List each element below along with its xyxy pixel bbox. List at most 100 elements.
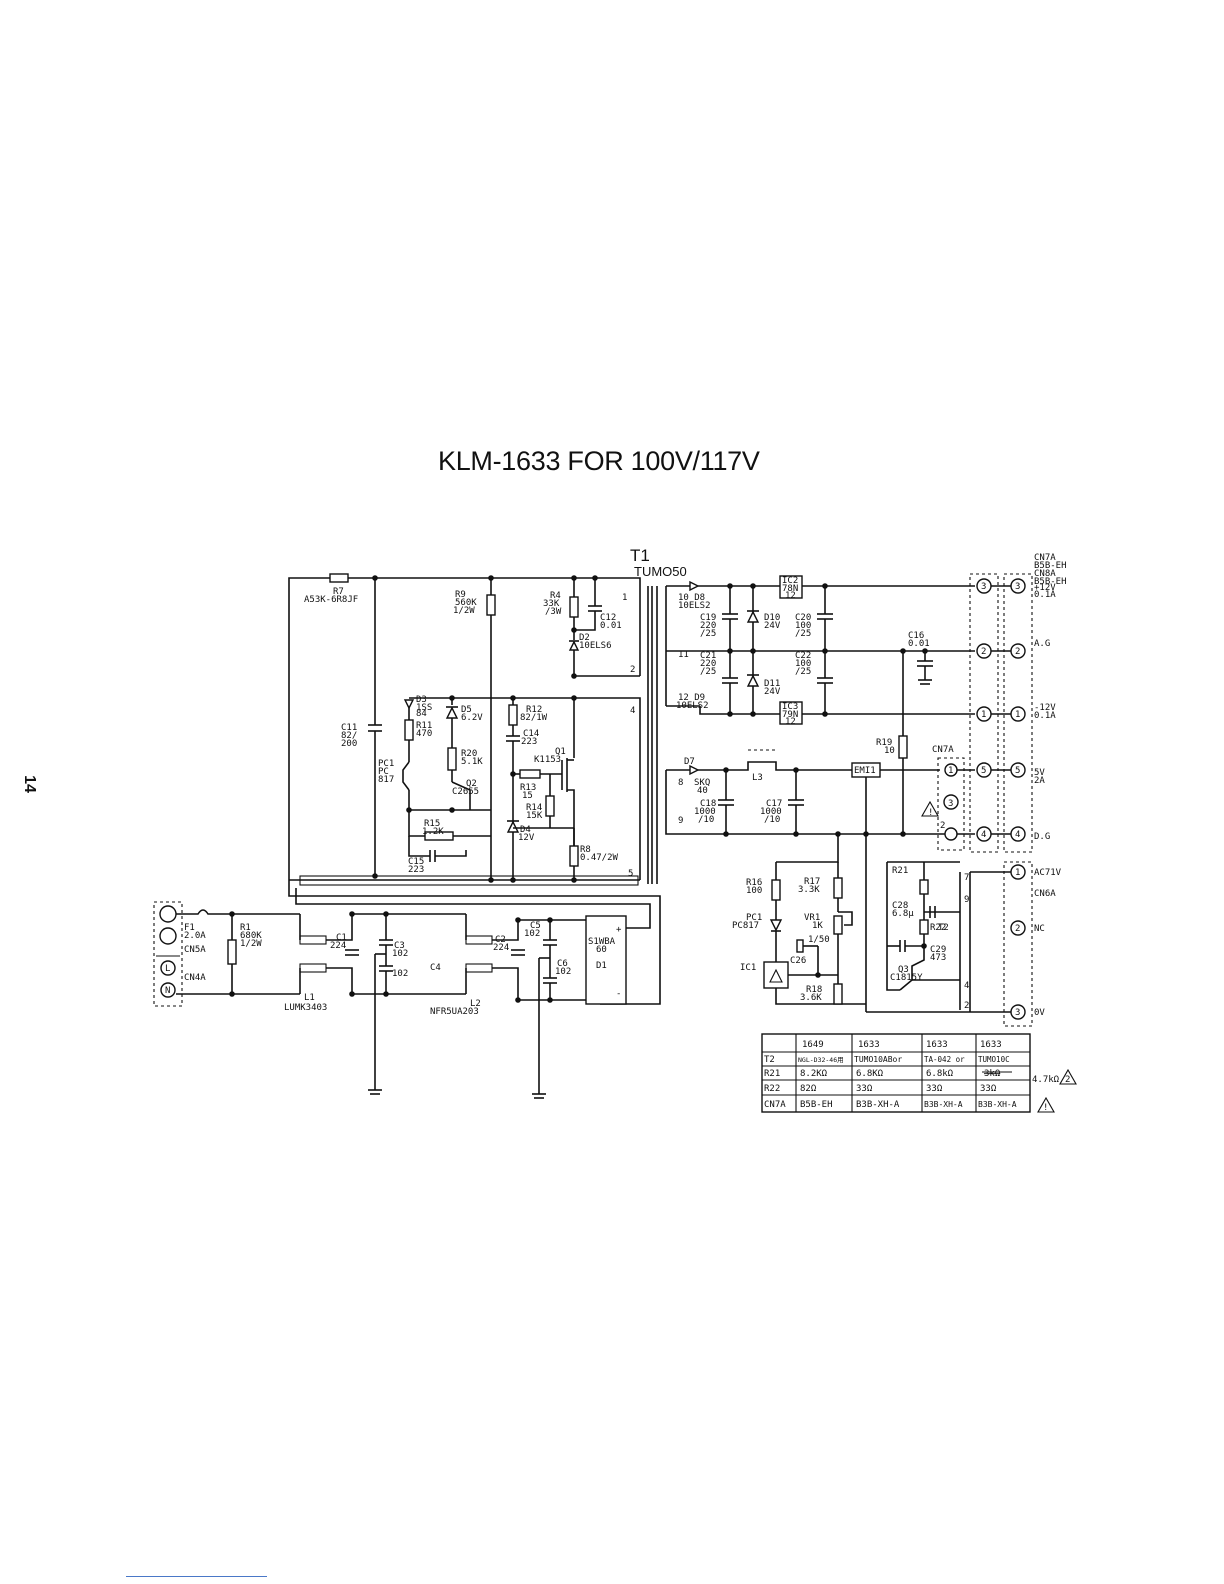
- r12-value: 82/1W: [520, 713, 548, 723]
- ac71v-label: AC71V: [1034, 868, 1062, 878]
- emi1-ref: EMI1: [854, 766, 876, 776]
- r19-value: 10: [884, 746, 895, 756]
- c11-value: 82/: [341, 731, 357, 741]
- footer-rule: [126, 1576, 267, 1577]
- r18-value: 3.6K: [800, 993, 822, 1003]
- d8-ref: 10 D8: [678, 593, 705, 603]
- c18-rating: /10: [698, 815, 714, 825]
- t1-part: TUMO50: [634, 564, 687, 579]
- d10-value: 24V: [764, 621, 781, 631]
- cn7a-type: B5B-EH: [1034, 561, 1067, 571]
- d1-bridge-rectifier: [585, 915, 627, 1005]
- d3-ref: D3: [416, 695, 427, 705]
- q2-value: C2655: [452, 787, 479, 797]
- r20-resistor: [447, 747, 457, 771]
- ic1-ref: IC1: [740, 963, 756, 973]
- cn4a-pin-n: [160, 982, 176, 998]
- c22-value: 100: [795, 659, 811, 669]
- wire: [348, 577, 641, 590]
- c18-value: 1000: [694, 807, 716, 817]
- r1-value: 680K: [240, 931, 262, 941]
- d7-value: 40: [697, 786, 708, 796]
- ic3-type: 79N: [782, 710, 798, 720]
- cn7a-connector: [937, 757, 965, 851]
- ic2-ref: IC2: [782, 576, 798, 586]
- svg-text:2: 2: [940, 821, 945, 831]
- d10-ref: D10: [764, 613, 780, 623]
- zero-volt-label: 0V: [1034, 1008, 1045, 1018]
- c16-ref: C16: [908, 631, 924, 641]
- table-cell: B5B-EH: [800, 1100, 833, 1110]
- input-connector-block: [153, 901, 183, 1007]
- d9-ref: 12 D9: [678, 693, 705, 703]
- rail-5v-current: 2A: [1034, 776, 1045, 786]
- winding-5: 5: [628, 869, 633, 879]
- table-cell: 6.8kΩ: [926, 1069, 954, 1079]
- r22-resistor: [919, 919, 929, 935]
- output-connectors: 3 3 2 2 1 1 5 5 4 4 CN7A B5B-EH CN8A B5B…: [969, 553, 1067, 1027]
- cn7a-header: CN7A: [1034, 553, 1056, 563]
- c18-ref: C18: [700, 799, 716, 809]
- c26-capacitor: [796, 939, 804, 953]
- d11-ref: D11: [764, 679, 780, 689]
- q1-value: K1153: [534, 755, 561, 765]
- c2-value: 224: [493, 943, 509, 953]
- c5-ref: C5: [530, 921, 541, 931]
- cn5a-pin-2: [159, 927, 177, 945]
- r15-ref: R15: [424, 819, 440, 829]
- r21-resistor: [919, 879, 929, 895]
- r12-ref: R12: [526, 705, 542, 715]
- table-cell: 33Ω: [926, 1084, 943, 1094]
- c6-ref: C6: [557, 959, 568, 969]
- rail-ag-label: A.G: [1034, 639, 1050, 649]
- ic2-value: 12: [785, 591, 796, 601]
- variant-table: 1649 1633 1633 1633 T2 NGL-D32-46用 TUMO1…: [761, 1033, 1077, 1113]
- r14-resistor: [545, 795, 555, 817]
- r17-resistor: [833, 877, 843, 899]
- r9-resistor: [486, 594, 496, 616]
- r13-resistor: [519, 769, 541, 779]
- c20-rating: /25: [795, 629, 811, 639]
- table-header-1633-b: 1633: [926, 1040, 948, 1050]
- c4-ref: C4: [430, 963, 441, 973]
- c22-rating: /25: [795, 667, 811, 677]
- svg-text:!: !: [1043, 1103, 1048, 1113]
- svg-text:1: 1: [948, 766, 953, 776]
- r11-value: 470: [416, 729, 432, 739]
- r16-value: 100: [746, 886, 762, 896]
- table-cell: 3kΩ: [984, 1069, 1001, 1079]
- svg-text:3: 3: [948, 799, 953, 809]
- cn8a-type: B5B-EH: [1034, 577, 1067, 587]
- c12-value: 0.01: [600, 621, 622, 631]
- l2-ref: L2: [470, 999, 481, 1009]
- page-title: KLM-1633 FOR 100V/117V: [438, 446, 760, 476]
- table-cell: B3B-XH-A: [856, 1100, 900, 1110]
- c26-ref: C26: [790, 956, 806, 966]
- l2-value: NFR5UA203: [430, 1007, 479, 1017]
- q1-ref: Q1: [555, 747, 566, 757]
- table-cell: B3B-XH-A: [924, 1100, 963, 1109]
- d2-ref: D2: [579, 633, 590, 643]
- svg-text:1: 1: [1015, 868, 1020, 878]
- winding-1: 1: [622, 593, 627, 603]
- c19-value: 220: [700, 621, 716, 631]
- c2-ref: C2: [495, 935, 506, 945]
- cn7a-pin-2: [944, 827, 958, 841]
- d11-zener: [746, 674, 760, 687]
- c26-value: 1/50: [808, 935, 830, 945]
- c14-ref: C14: [523, 729, 539, 739]
- d3-value: 1SS: [416, 703, 432, 713]
- r16-ref: R16: [746, 878, 762, 888]
- transformer-t1: T1 TUMO50 1 2 4 5: [622, 546, 687, 884]
- rail-plus12-current: 0.1A: [1034, 590, 1056, 600]
- d5-value: 6.2V: [461, 713, 483, 723]
- table-cell: 82Ω: [800, 1084, 817, 1094]
- cn4a-ref: CN4A: [184, 973, 206, 983]
- cn8a-output-connector: [1003, 573, 1033, 853]
- c14-value: 223: [521, 737, 537, 747]
- rail-plus12-label: +12V: [1034, 583, 1056, 593]
- r18-resistor: [833, 983, 843, 1005]
- ic2-regulator: [779, 575, 803, 599]
